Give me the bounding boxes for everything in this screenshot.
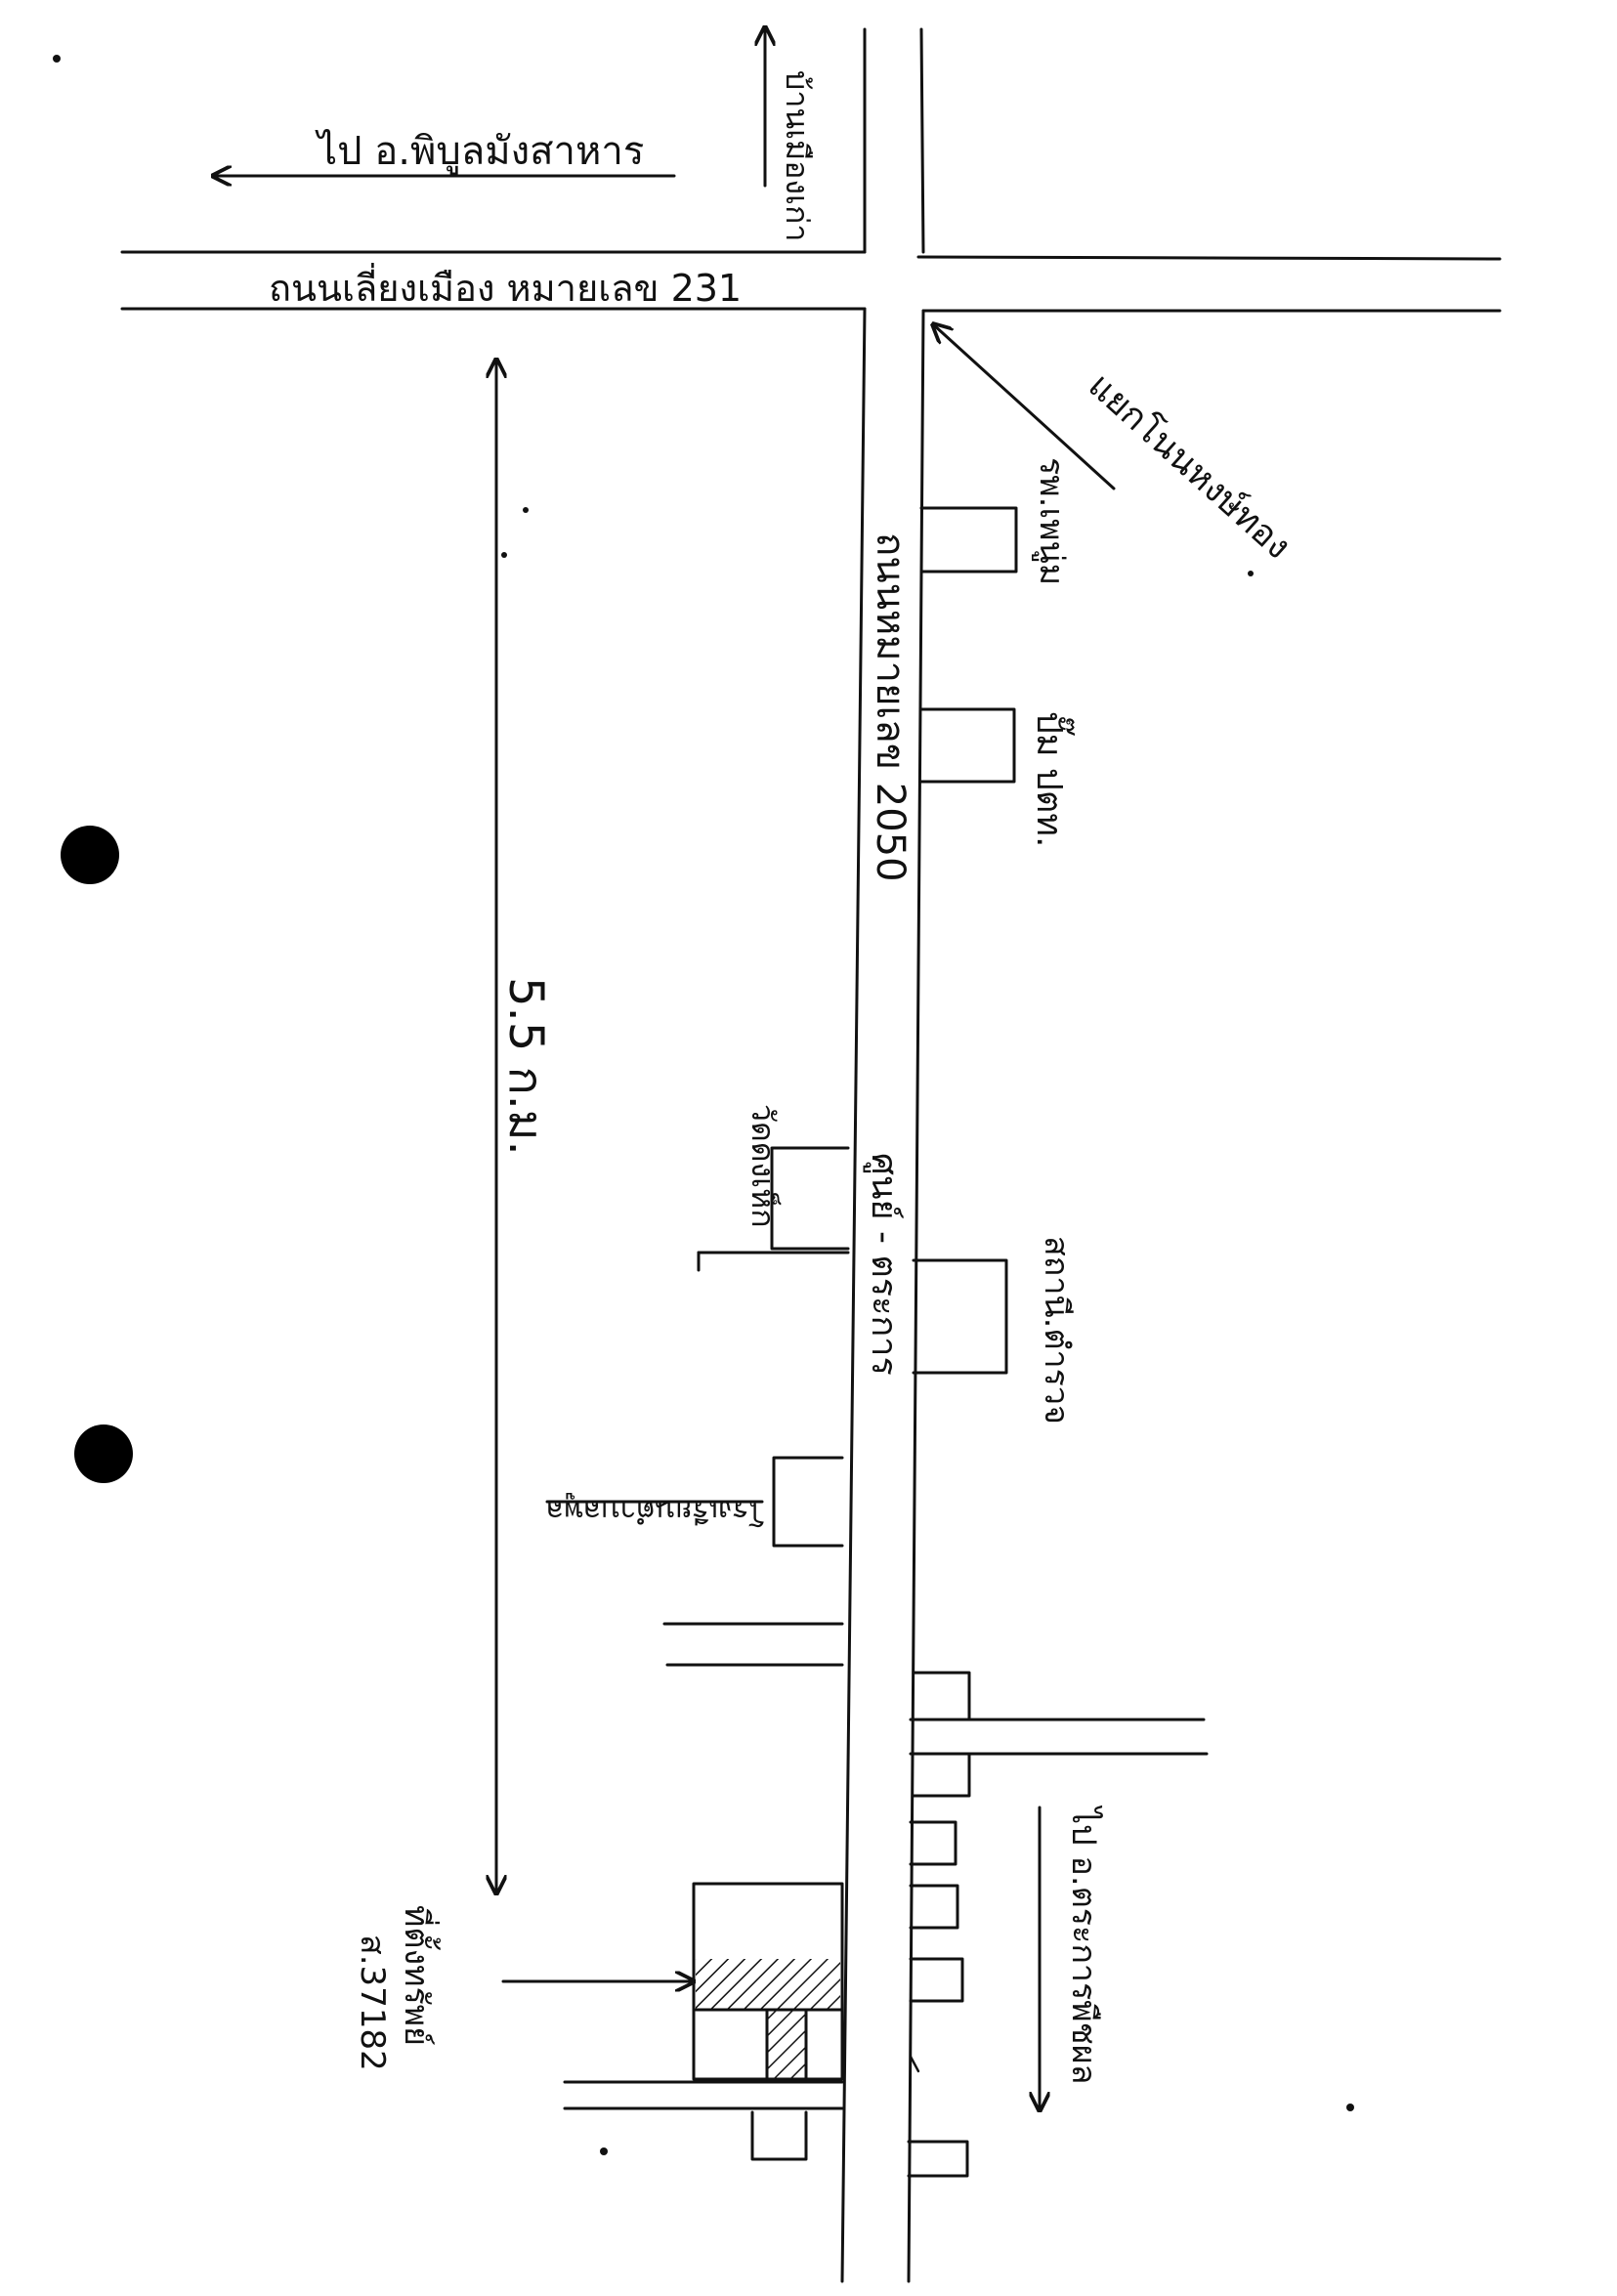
landmark-gas-station: ปั๊ม ปตท. — [918, 707, 1076, 847]
hatched-parcel-icon — [696, 1959, 840, 2010]
landmark-hospital: รพ.เพนู่ม — [919, 457, 1071, 585]
scan-dot — [523, 507, 529, 513]
road-2050-alt-label: ศูนย์ - ตระการ — [863, 1153, 904, 1376]
punch-hole-icon — [74, 1424, 133, 1483]
svg-text:วัดดงเห็ก: วัดดงเห็ก — [745, 1104, 782, 1228]
destination-deed-label: ส.37182 — [353, 1935, 392, 2071]
hatched-parcel-icon — [767, 2010, 806, 2078]
road-231-label: ถนนเลี่ยงเมือง หมายเลข 231 — [269, 263, 742, 310]
east-lots — [907, 1820, 969, 2178]
landmark-temple: วัดดงเห็ก — [697, 1104, 850, 1272]
svg-text:รพ.เพนู่ม: รพ.เพนู่ม — [1032, 457, 1071, 585]
road-231 — [120, 250, 1502, 313]
road-2050 — [840, 307, 925, 2283]
scan-dot — [501, 552, 507, 558]
landmark-police: สถานี.ตำรวจ — [912, 1236, 1076, 1424]
side-street-east — [909, 1671, 1209, 1798]
arrow-icon — [933, 324, 1116, 490]
scan-dot — [1248, 571, 1254, 576]
side-street-west — [662, 1622, 844, 1667]
destination-parcel — [563, 1882, 844, 2161]
direction-top-road-label: บ้านเมืองเก่า — [779, 70, 816, 241]
scan-dot — [600, 2147, 608, 2155]
direction-phibun-label: ไป อ.พิบูลมังสาหาร — [315, 129, 644, 174]
destination-label: ที่ตั้งทรัพย์ — [397, 1905, 441, 2046]
scan-dot — [1346, 2104, 1354, 2111]
scan-dot — [53, 55, 61, 63]
direction-trakan-label: ไป อ.ตระการพืชผล — [1064, 1805, 1103, 2085]
junction-label: แยกโนนหงษ์ทอง — [1081, 364, 1298, 567]
svg-text:โรงเรียนตำบลพูล: โรงเรียนตำบลพูล — [546, 1493, 764, 1528]
road-2050-label: ถนนหมายเลข 2050 — [868, 532, 913, 882]
north-road — [863, 27, 925, 254]
punch-hole-icon — [61, 826, 119, 884]
svg-text:ปั๊ม ปตท.: ปั๊ม ปตท. — [1029, 711, 1076, 847]
landmark-school: โรงเรียนตำบลพูล — [545, 1456, 844, 1548]
svg-text:สถานี.ตำรวจ: สถานี.ตำรวจ — [1037, 1236, 1076, 1424]
distance-label: 5.5 ก.ม. — [498, 977, 553, 1156]
